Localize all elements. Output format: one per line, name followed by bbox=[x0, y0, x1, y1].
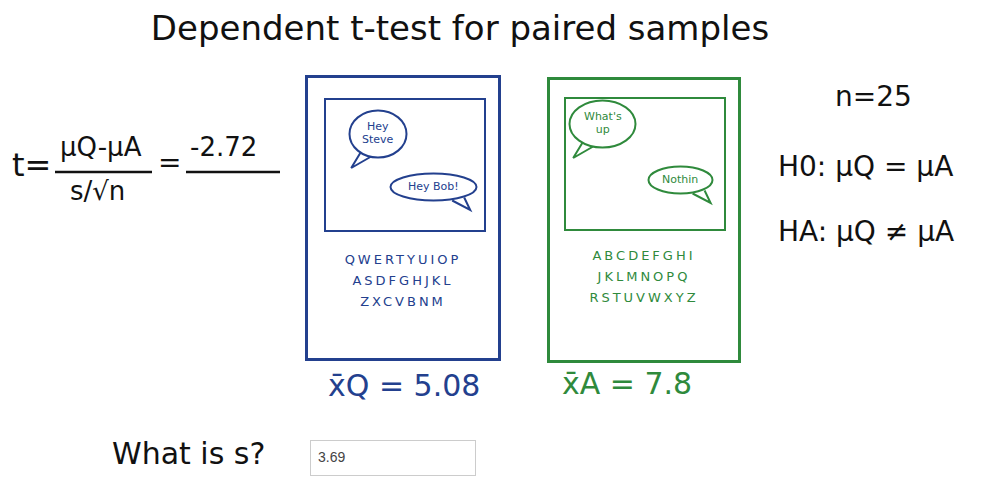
formula-text: = bbox=[158, 146, 181, 179]
keyboard-row: QWERTYUIOP bbox=[308, 252, 498, 267]
bubble-ellipse bbox=[649, 167, 713, 194]
formula-numerator: μQ-μA bbox=[60, 132, 141, 162]
keyboard-row: RSTUVWXYZ bbox=[550, 290, 738, 305]
speech-bubble: Hey Steve bbox=[348, 109, 408, 159]
bubble-ellipse bbox=[391, 174, 477, 201]
fraction-bar bbox=[55, 171, 152, 174]
bubble-text: Hey Bob! bbox=[408, 181, 459, 194]
null-hypothesis: H0: μQ = μA bbox=[778, 150, 953, 183]
sample-size: n=25 bbox=[835, 80, 912, 113]
formula-text: t= bbox=[12, 146, 51, 184]
formula-value: -2.72 bbox=[190, 132, 257, 162]
keyboard-row: ABCDEFGHI bbox=[550, 248, 738, 263]
speech-bubble: Hey Bob! bbox=[389, 172, 478, 202]
phone-outline: QWERTYUIOP ASDFGHJKL ZXCVBNM Hey SteveHey B… bbox=[305, 75, 501, 361]
input-value: 3.69 bbox=[318, 449, 468, 465]
question: What is s? bbox=[112, 436, 265, 471]
keyboard-row: JKLMNOPQ bbox=[550, 269, 738, 284]
sample-mean: x̄Q = 5.08 bbox=[328, 368, 480, 403]
keyboard-row: ZXCVBNM bbox=[308, 294, 498, 309]
bubble-text: Hey Steve bbox=[362, 121, 393, 146]
fraction-bar bbox=[186, 171, 280, 174]
keyboard-row: ASDFGHJKL bbox=[308, 273, 498, 288]
bubble-ellipse bbox=[570, 101, 636, 148]
input-box: 3.69 bbox=[310, 440, 476, 476]
title: Dependent t-test for paired samples bbox=[0, 8, 920, 48]
speech-bubble: What's up bbox=[568, 99, 637, 149]
sample-mean: x̄A = 7.8 bbox=[562, 366, 692, 401]
bubble-text: Nothin bbox=[662, 174, 698, 187]
speech-bubble: Nothin bbox=[647, 165, 714, 195]
formula-denominator: s/√n bbox=[70, 176, 125, 206]
phone-outline: ABCDEFGHI JKLMNOPQ RSTUVWXYZ What's up Nothi… bbox=[547, 77, 741, 363]
alt-hypothesis: HA: μQ ≠ μA bbox=[778, 215, 954, 248]
bubble-text: What's up bbox=[584, 111, 622, 136]
bubble-ellipse bbox=[350, 111, 407, 158]
phone-screen bbox=[324, 98, 486, 232]
